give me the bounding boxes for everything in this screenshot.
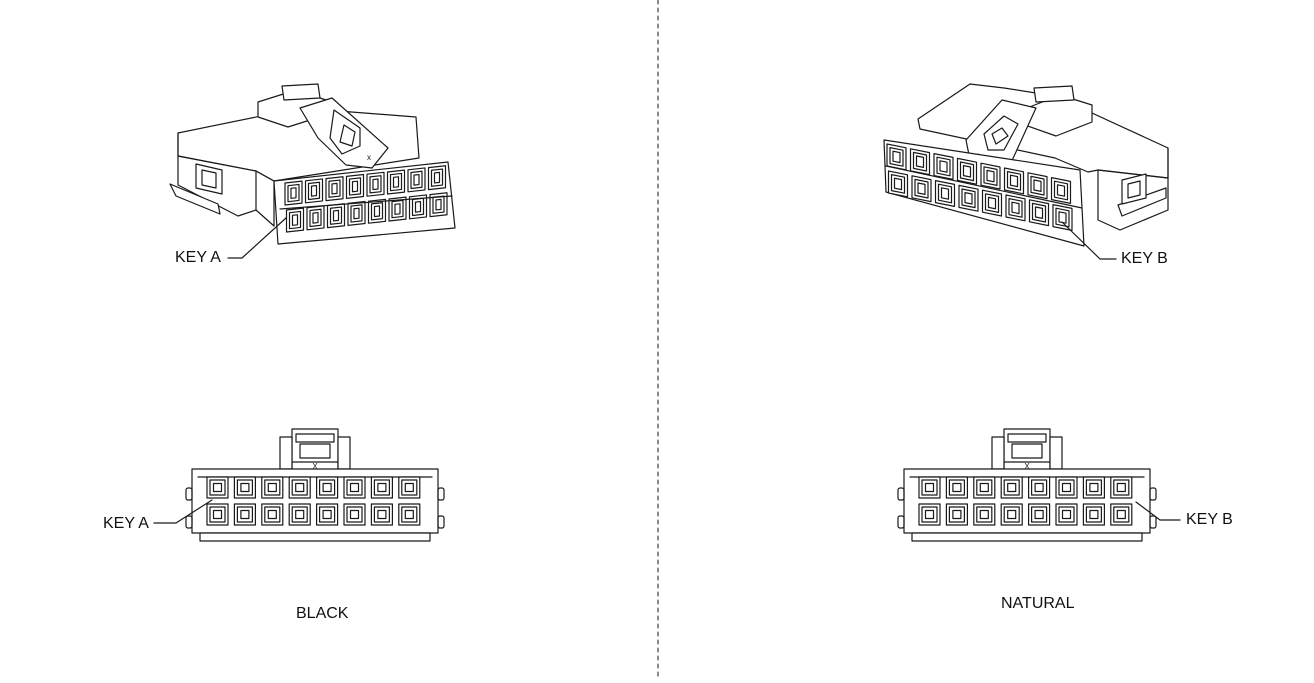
terminal-cavity <box>288 503 311 526</box>
terminal-cavity <box>1027 503 1051 526</box>
key-a-iso-label: KEY A <box>175 249 221 266</box>
terminal-cavity <box>945 476 969 499</box>
connector-isometric-key-b: x <box>883 83 1169 247</box>
color-label-natural: NATURAL <box>1001 595 1075 612</box>
terminal-cavity <box>1000 476 1023 499</box>
terminal-cavity <box>886 143 907 171</box>
terminal-cavity <box>206 476 229 499</box>
terminal-cavity <box>233 476 256 499</box>
key-a-iso-leader <box>227 217 287 259</box>
terminal-cavity <box>261 476 284 499</box>
terminal-cavity <box>956 157 978 185</box>
terminal-cavity <box>945 503 969 526</box>
connector-front-key-b <box>897 428 1157 542</box>
terminal-cavity <box>398 476 421 499</box>
terminal-cavity <box>958 184 979 212</box>
key-b-front-leader <box>1135 501 1181 521</box>
terminal-cavity <box>345 173 365 199</box>
terminal-cavity <box>306 205 325 231</box>
terminal-cavity <box>933 153 954 180</box>
terminal-cavity <box>918 503 941 526</box>
terminal-cavity <box>316 476 339 499</box>
connector-front-key-a <box>185 428 445 542</box>
terminal-cavity <box>1110 476 1133 499</box>
key-a-front-label: KEY A <box>103 515 149 532</box>
terminal-cavity <box>1003 167 1025 195</box>
terminal-cavity <box>1027 172 1048 200</box>
terminal-cavity <box>388 196 407 222</box>
terminal-cavity <box>1050 177 1072 204</box>
terminal-cavity <box>343 503 366 526</box>
terminal-cavity <box>973 476 996 499</box>
terminal-cavity <box>918 476 941 499</box>
terminal-cavity <box>1082 476 1106 499</box>
terminal-cavity <box>1110 503 1133 526</box>
terminal-cavity <box>1027 476 1051 499</box>
terminal-cavity <box>386 169 406 195</box>
terminal-cavity <box>981 189 1003 217</box>
terminal-cavity <box>316 503 339 526</box>
terminal-cavity <box>367 198 387 224</box>
terminal-cavity <box>261 503 284 526</box>
key-b-iso-label: KEY B <box>1121 250 1168 267</box>
terminal-cavity <box>366 171 385 197</box>
latch-mark-left: X <box>312 462 318 471</box>
terminal-cavity <box>284 180 303 206</box>
terminal-cavity <box>1055 503 1078 526</box>
terminal-cavity <box>206 503 229 526</box>
key-b-front-label: KEY B <box>1186 511 1233 528</box>
terminal-cavity <box>1000 503 1023 526</box>
terminal-cavity <box>285 207 305 233</box>
terminal-cavity <box>370 503 393 526</box>
key-a-front-leader <box>153 499 213 524</box>
terminal-cavity <box>909 148 931 176</box>
latch-mark-right: X <box>1024 462 1030 471</box>
terminal-cavity <box>934 180 956 207</box>
terminal-cavity <box>973 503 996 526</box>
terminal-cavity <box>343 476 366 499</box>
color-label-black: BLACK <box>296 605 349 622</box>
terminal-cavity <box>1082 503 1106 526</box>
terminal-cavity <box>370 476 393 499</box>
terminal-cavity <box>288 476 311 499</box>
terminal-cavity <box>429 192 448 218</box>
terminal-cavity <box>398 503 421 526</box>
terminal-cavity <box>1052 204 1073 231</box>
terminal-cavity <box>407 167 426 193</box>
terminal-cavity <box>427 165 447 191</box>
terminal-cavity <box>233 503 256 526</box>
terminal-cavity <box>326 203 346 229</box>
connector-isometric-key-a: x <box>169 83 456 245</box>
terminal-cavity <box>911 175 932 203</box>
terminal-cavity <box>325 176 344 202</box>
terminal-cavity <box>347 200 366 226</box>
key-b-iso-leader <box>1061 221 1117 260</box>
terminal-cavity <box>887 170 909 198</box>
terminal-cavity <box>1005 194 1026 222</box>
terminal-cavity <box>980 162 1001 190</box>
terminal-cavity <box>1055 476 1078 499</box>
svg-text:x: x <box>367 153 371 162</box>
terminal-cavity <box>304 178 324 204</box>
terminal-cavity <box>1028 199 1050 227</box>
